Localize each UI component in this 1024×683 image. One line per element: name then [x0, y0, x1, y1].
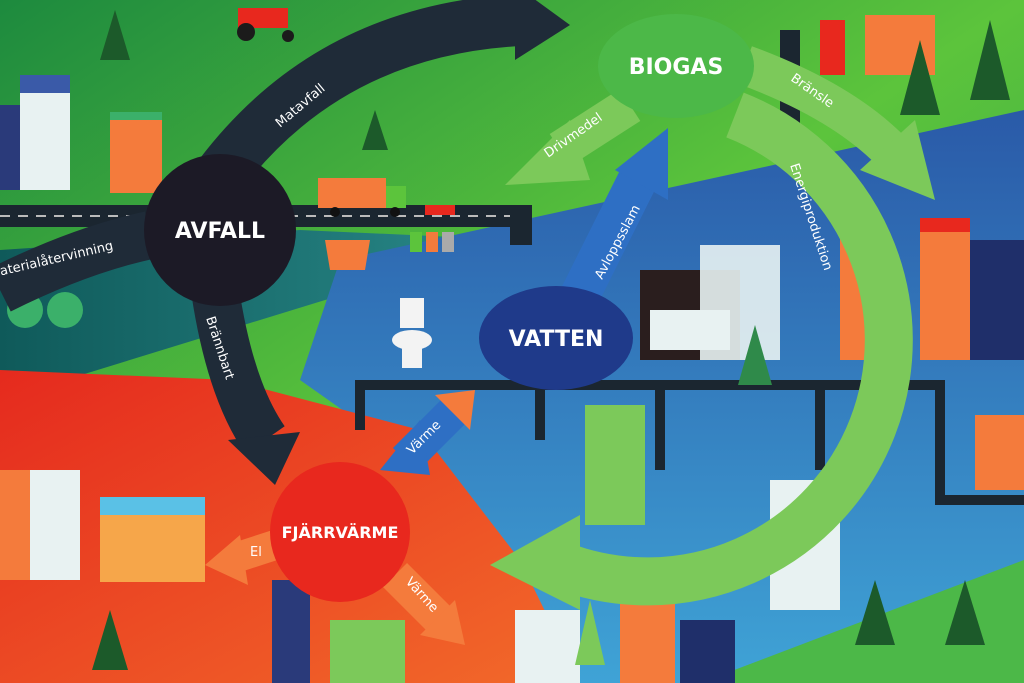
node-avfall: [144, 154, 296, 306]
arrow-matavfall: [199, 0, 522, 191]
trees: [7, 10, 1010, 670]
arrowheads: [205, 0, 935, 645]
arrow-energiproduktion: [551, 92, 913, 606]
label-avfall: AVFALL: [175, 219, 265, 244]
green-hill-bottom: [700, 560, 1024, 683]
garbage-truck-icon: [318, 178, 406, 217]
arrow-avloppsslam: [562, 166, 658, 304]
water-pipes: [355, 380, 1024, 505]
buildings: [0, 15, 1024, 683]
label-el: El: [250, 545, 262, 560]
car-icon: [425, 205, 455, 215]
label-fjarrvarme: FJÄRRVÄRME: [282, 523, 399, 542]
label-biogas: BIOGAS: [629, 55, 724, 80]
arrow-brannbart: [191, 286, 285, 454]
node-biogas: [598, 14, 754, 118]
recycling-bins-icon: [410, 232, 454, 252]
tractor-icon: [237, 8, 294, 42]
arrow-bransle: [738, 46, 905, 165]
node-vatten: [479, 286, 633, 390]
node-fjarrvarme: [270, 462, 410, 602]
arrow-varme-fjarr: [382, 562, 453, 633]
label-vatten: VATTEN: [509, 327, 604, 352]
arrow-materialatervinning: [0, 211, 156, 312]
toilet-icon: [392, 298, 432, 368]
container-icon: [325, 240, 370, 270]
